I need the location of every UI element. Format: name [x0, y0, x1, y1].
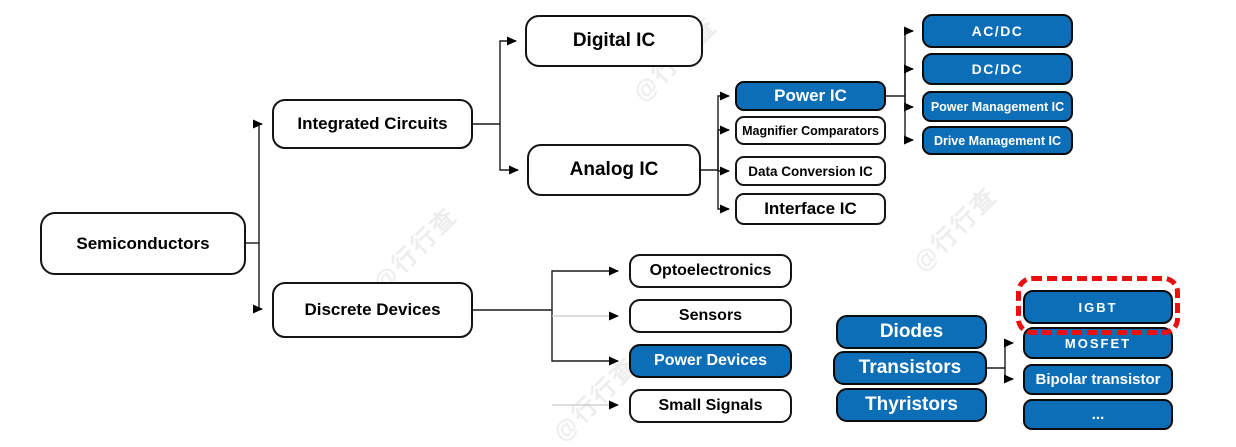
- connector-to-integrated-circuits: [253, 119, 263, 243]
- connector-to-drive-management-ic: [904, 96, 914, 145]
- connector-to-analog-ic: [499, 124, 519, 175]
- connector-to-interface-ic: [717, 170, 730, 214]
- node-power-ic: Power IC: [735, 81, 886, 111]
- node-small-signals: Small Signals: [629, 389, 792, 423]
- node-data-conversion-ic: Data Conversion IC: [735, 156, 886, 186]
- connector-to-power-ic: [717, 91, 730, 170]
- connector-to-optoelectronics: [551, 266, 619, 310]
- connector-to-discrete-devices: [253, 243, 263, 314]
- connector-to-dc-dc: [904, 64, 914, 96]
- node-mosfet: MOSFET: [1023, 327, 1173, 359]
- connector-to-bipolar-transistor: [1004, 368, 1014, 384]
- node-igbt: IGBT: [1023, 290, 1173, 324]
- connector-to-digital-ic: [499, 36, 517, 124]
- node-dc-dc: DC/DC: [922, 53, 1073, 85]
- node-thyristors: Thyristors: [836, 388, 987, 422]
- node-bipolar-transistor: Bipolar transistor: [1023, 364, 1173, 395]
- node-digital-ic: Digital IC: [525, 15, 703, 67]
- node-power-devices: Power Devices: [629, 344, 792, 378]
- connector-to-ac-dc: [904, 26, 914, 96]
- node-semiconductors: Semiconductors: [40, 212, 246, 275]
- node-transistors: Transistors: [833, 351, 987, 385]
- node-more: ...: [1023, 399, 1173, 430]
- node-ac-dc: AC/DC: [922, 14, 1073, 48]
- connector-to-power-management-ic: [904, 96, 914, 112]
- node-sensors: Sensors: [629, 299, 792, 333]
- connector-to-mosfet: [1004, 338, 1014, 368]
- connector-to-data-conversion-ic: [717, 166, 730, 176]
- node-power-management-ic: Power Management IC: [922, 91, 1073, 122]
- connector-to-magnifier-comparators: [717, 125, 730, 170]
- node-diodes: Diodes: [836, 315, 987, 349]
- node-analog-ic: Analog IC: [527, 144, 701, 196]
- node-optoelectronics: Optoelectronics: [629, 254, 792, 288]
- connector-to-power-devices: [551, 310, 619, 366]
- node-magnifier-comparators: Magnifier Comparators: [735, 116, 886, 145]
- node-interface-ic: Interface IC: [735, 193, 886, 225]
- node-drive-management-ic: Drive Management IC: [922, 126, 1073, 155]
- node-discrete-devices: Discrete Devices: [272, 282, 473, 338]
- node-integrated-circuits: Integrated Circuits: [272, 99, 473, 149]
